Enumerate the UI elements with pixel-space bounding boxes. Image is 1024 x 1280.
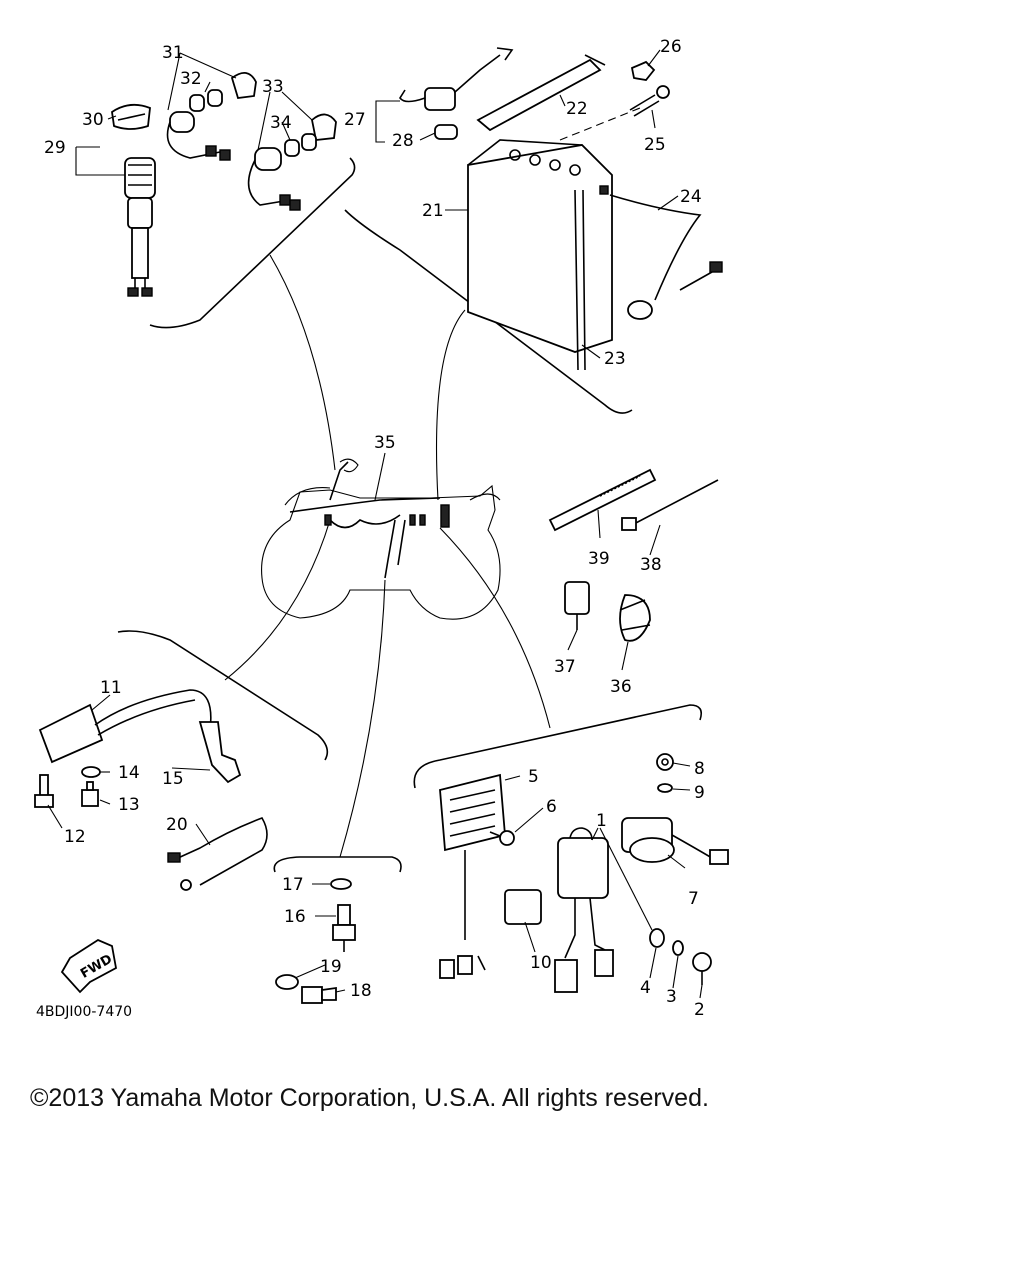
- callout-36: 36: [610, 677, 632, 697]
- washer-4: [649, 928, 665, 948]
- callout-19: 19: [320, 957, 342, 977]
- nut-8: [656, 753, 674, 771]
- battery-dash-line: [559, 107, 641, 141]
- copyright-notice: ©2013 Yamaha Motor Corporation, U.S.A. A…: [30, 1084, 709, 1112]
- callout-22: 22: [566, 99, 588, 119]
- rectifier-regulator-5: [439, 773, 506, 979]
- relay-10: [504, 889, 542, 925]
- nut-13: [81, 781, 99, 807]
- bolt-18: [301, 986, 337, 1004]
- callout-8: 8: [694, 759, 705, 779]
- wire-harness-35: [289, 458, 450, 579]
- callout-23: 23: [604, 349, 626, 369]
- band-39: [548, 468, 657, 532]
- callout-31: 31: [162, 43, 184, 63]
- callout-11: 11: [100, 678, 122, 698]
- bulb-32: [189, 89, 223, 112]
- callout-33: 33: [262, 77, 284, 97]
- group-boundary-battery: [344, 209, 633, 414]
- bolt-12: [34, 774, 54, 808]
- washer-3: [672, 940, 684, 956]
- group-boundary-spark-plug: [273, 856, 402, 873]
- callout-26: 26: [660, 37, 682, 57]
- fwd-arrow-icon: FWD: [60, 938, 118, 994]
- callout-35: 35: [374, 433, 396, 453]
- washer-9: [657, 783, 673, 793]
- callout-16: 16: [284, 907, 306, 927]
- callout-37: 37: [554, 657, 576, 677]
- group-boundary-ignition-switch: [149, 157, 356, 329]
- callout-13: 13: [118, 795, 140, 815]
- callout-21: 21: [422, 201, 444, 221]
- callout-30: 30: [82, 110, 104, 130]
- group-boundary-rectifier: [413, 704, 703, 789]
- callout-labels: 1 2 3 4 5 6 7 8 9 10 11 12 13 14 15 16 1…: [44, 37, 705, 1020]
- battery-lead-25: [629, 85, 670, 117]
- washer-19: [275, 974, 299, 990]
- callout-32: 32: [180, 69, 202, 89]
- callout-38: 38: [640, 555, 662, 575]
- callout-4: 4: [640, 978, 651, 998]
- callout-1: 1: [596, 811, 607, 831]
- group-boundary-ignition-coil: [117, 630, 329, 761]
- band-22: [476, 54, 606, 132]
- callout-29: 29: [44, 138, 66, 158]
- bulb-34: [284, 133, 317, 157]
- holder-37: [564, 581, 590, 630]
- callout-leaders: [47, 49, 703, 999]
- callout-18: 18: [350, 981, 372, 1001]
- fuse-28: [434, 124, 458, 140]
- callout-17: 17: [282, 875, 304, 895]
- leader-battery: [435, 309, 466, 501]
- callout-14: 14: [118, 763, 140, 783]
- bolt-26: [630, 60, 656, 81]
- callout-39: 39: [588, 549, 610, 569]
- leader-spark-plug: [339, 579, 386, 858]
- washer-14: [81, 766, 101, 778]
- callout-5: 5: [528, 767, 539, 787]
- callout-9: 9: [694, 783, 705, 803]
- callout-7: 7: [688, 889, 699, 909]
- light-switch-33: [247, 113, 337, 211]
- callout-34: 34: [270, 113, 292, 133]
- callout-3: 3: [666, 987, 677, 1007]
- bolt-2: [692, 952, 712, 985]
- callout-27: 27: [344, 110, 366, 130]
- key-30: [111, 103, 151, 130]
- leader-ignition-coil: [224, 519, 331, 681]
- starter-relay-27: [399, 47, 514, 111]
- main-switch-29: [124, 157, 156, 297]
- parts-diagram: FWD: [34, 37, 729, 1020]
- callout-24: 24: [680, 187, 702, 207]
- ignition-coil-11: [38, 689, 212, 764]
- band-38: [621, 479, 719, 531]
- spark-plug-16: [332, 904, 356, 952]
- leader-ignition-switch: [269, 254, 336, 471]
- battery-lead-24: [609, 194, 723, 320]
- callout-15: 15: [162, 769, 184, 789]
- battery-21: [467, 139, 613, 353]
- gasket-17: [330, 878, 352, 890]
- light-switch-31: [166, 72, 257, 161]
- callout-2: 2: [694, 1000, 705, 1020]
- callout-12: 12: [64, 827, 86, 847]
- holder-36: [619, 594, 651, 642]
- callout-25: 25: [644, 135, 666, 155]
- plug-cap-15: [198, 721, 242, 784]
- diagram-code: 4BDJI00-7470: [36, 1004, 132, 1020]
- callout-10: 10: [530, 953, 552, 973]
- atv-silhouette: [261, 484, 501, 620]
- earth-lead-20: [167, 817, 268, 891]
- breather-pipe-23: [574, 189, 586, 371]
- leader-rectifier: [439, 527, 551, 729]
- starter-relay-7: [621, 817, 729, 865]
- callout-28: 28: [392, 131, 414, 151]
- callout-20: 20: [166, 815, 188, 835]
- cdi-unit-1: [554, 827, 614, 993]
- screw-6: [489, 830, 515, 846]
- callout-6: 6: [546, 797, 557, 817]
